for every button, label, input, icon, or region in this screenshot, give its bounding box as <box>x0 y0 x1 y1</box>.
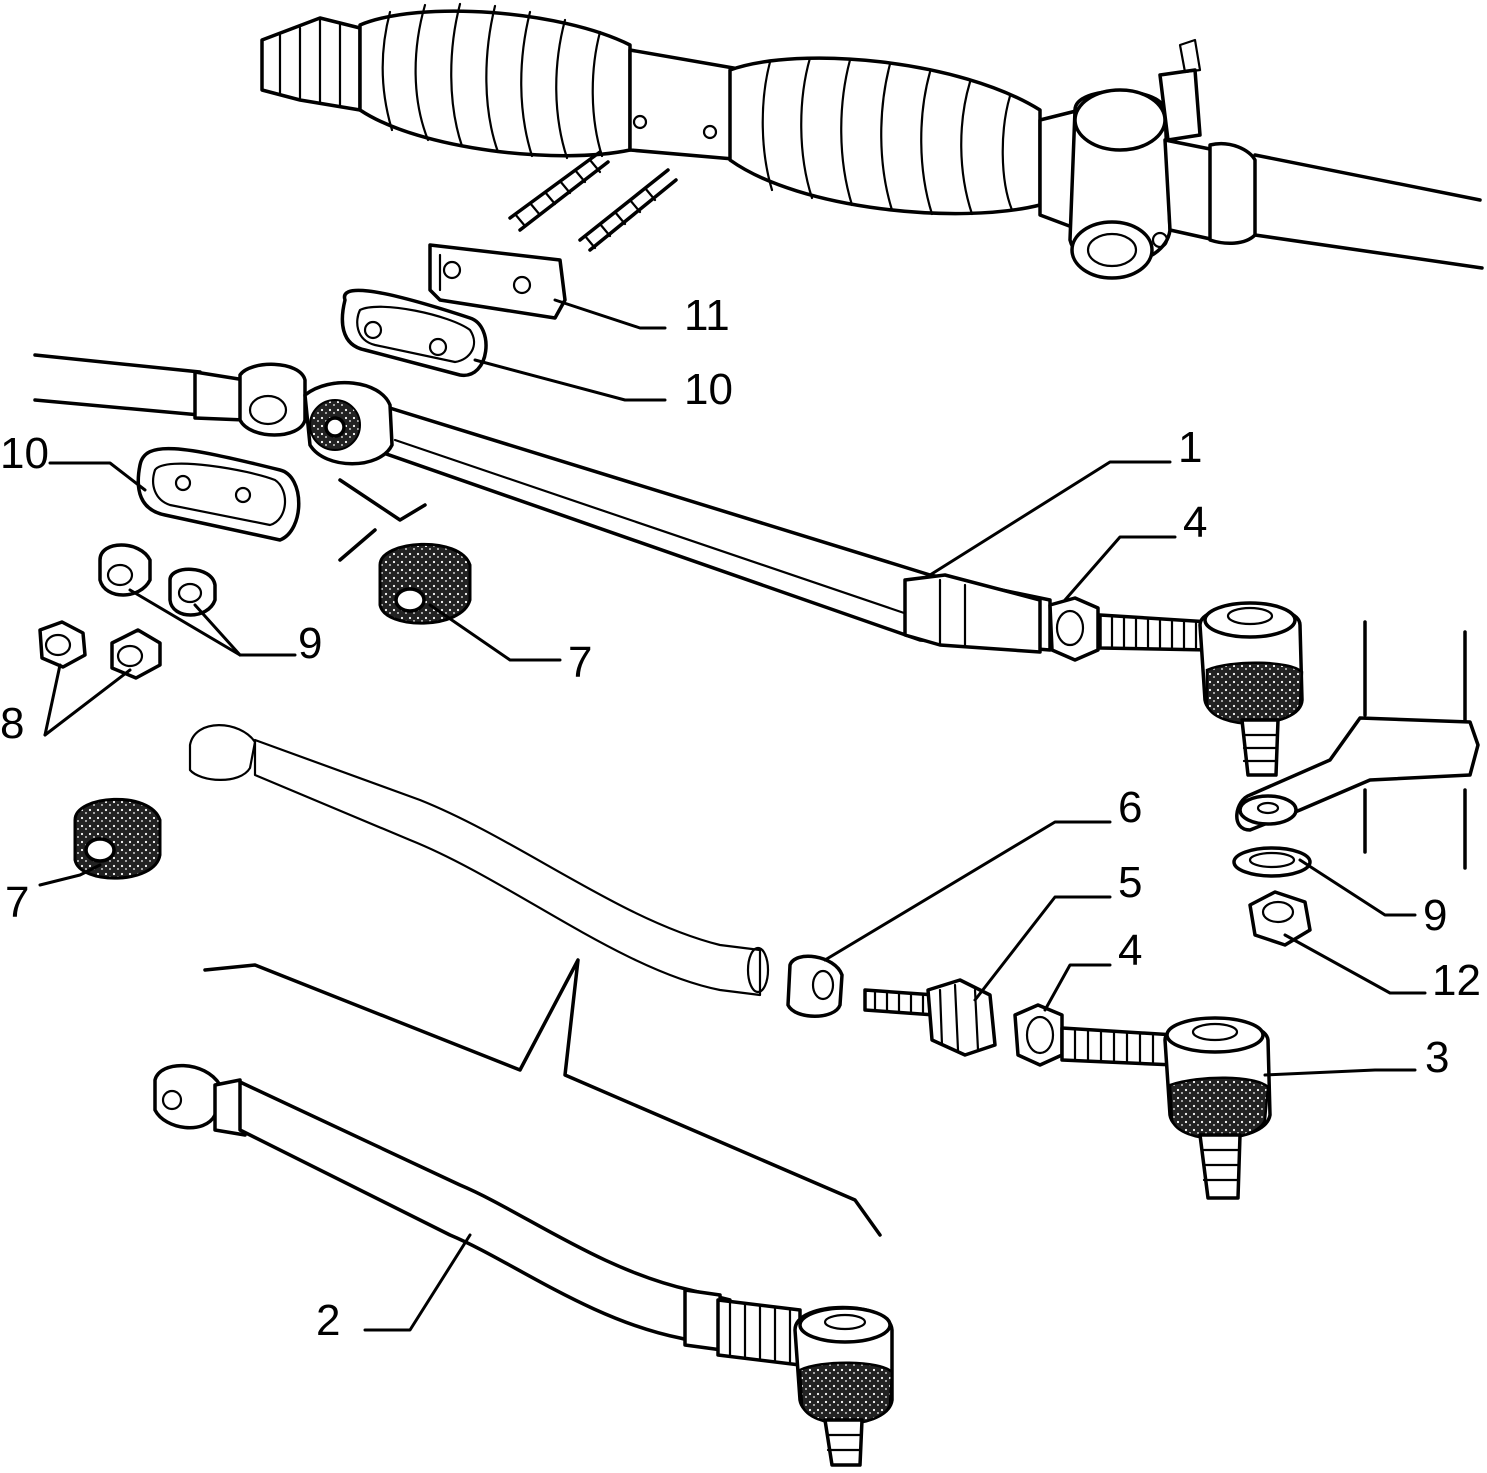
assembly-bracket <box>203 958 882 1237</box>
tie-rod-1 <box>303 381 1052 654</box>
steering-arm <box>1235 620 1480 870</box>
callout-1: 1 <box>1178 423 1202 472</box>
rubber-bushing-7-upper <box>378 542 472 625</box>
callout-2: 2 <box>316 1296 340 1345</box>
callout-7-upper: 7 <box>568 638 592 687</box>
callout-10-upper: 10 <box>684 365 733 414</box>
callout-numbers: 11 10 10 1 4 9 7 8 6 5 4 9 12 3 7 2 <box>0 291 1481 1345</box>
spacer-plate-10-upper <box>340 288 488 377</box>
rubber-bushing-7-lower <box>73 797 162 880</box>
callout-9-left: 9 <box>298 619 322 668</box>
callout-4-upper: 4 <box>1183 498 1207 547</box>
lock-nut-4-lower <box>1013 1003 1064 1067</box>
spacer-plate-10-left <box>136 446 301 542</box>
callout-3: 3 <box>1425 1033 1449 1082</box>
nuts-8 <box>38 620 162 680</box>
callout-8: 8 <box>0 699 24 748</box>
tie-rod-mid <box>188 724 770 997</box>
callout-10-left: 10 <box>0 429 49 478</box>
callout-12: 12 <box>1432 956 1481 1005</box>
callout-7-lower: 7 <box>5 878 29 927</box>
steering-rack <box>260 2 1484 280</box>
lock-nut-4-upper <box>1048 596 1100 662</box>
callout-9-right: 9 <box>1423 891 1447 940</box>
tie-rod-2 <box>153 1063 894 1467</box>
outer-ball-joint-lower-3 <box>1060 1016 1272 1200</box>
sleeve-6 <box>786 954 844 1018</box>
nut-12 <box>1248 890 1312 947</box>
adjuster-5 <box>863 978 997 1057</box>
callout-4-lower: 4 <box>1118 926 1142 975</box>
callout-5: 5 <box>1118 858 1142 907</box>
clamp-plate-11 <box>428 243 567 320</box>
washer-9-right <box>1232 846 1312 878</box>
callout-6: 6 <box>1118 783 1142 832</box>
leader-lines <box>38 298 1427 1332</box>
callout-11: 11 <box>684 291 730 340</box>
mounting-studs <box>508 150 678 252</box>
outer-ball-joint-upper <box>1098 601 1304 777</box>
washers-9-left <box>98 543 217 617</box>
left-tie-rod-inner <box>33 353 307 437</box>
